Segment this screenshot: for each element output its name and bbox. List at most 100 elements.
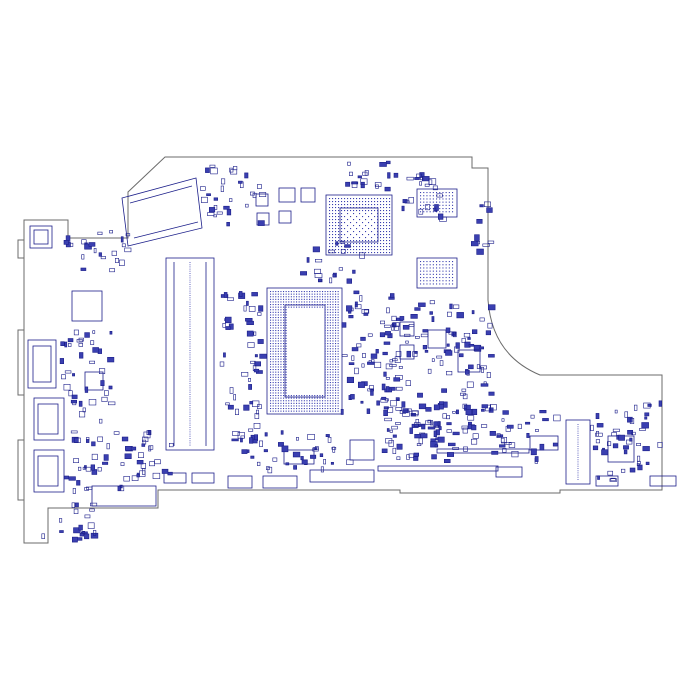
passive-component: [535, 429, 539, 432]
passive-component: [391, 315, 397, 322]
passive-component: [392, 358, 398, 362]
passive-component: [375, 184, 379, 189]
passive-component: [97, 231, 103, 236]
passive-component: [241, 371, 249, 377]
passive-component: [393, 377, 401, 382]
passive-component: [481, 404, 488, 409]
passive-component: [385, 363, 393, 370]
passive-component: [408, 453, 414, 458]
passive-component: [61, 374, 66, 380]
passive-component: [406, 454, 410, 460]
passive-component: [442, 413, 447, 419]
passive-component: [225, 402, 230, 406]
connector-footprint: [649, 475, 677, 487]
memory-chip-bottom: [416, 257, 458, 289]
passive-component: [459, 392, 466, 396]
passive-component: [461, 338, 466, 343]
passive-component: [225, 326, 231, 330]
passive-component: [100, 256, 106, 260]
passive-component: [74, 502, 79, 508]
passive-component: [641, 422, 649, 429]
passive-component: [257, 312, 262, 316]
passive-component: [84, 514, 91, 519]
passive-component: [257, 404, 262, 409]
passive-component: [385, 331, 391, 336]
connector-footprint: [349, 439, 375, 461]
passive-component: [488, 354, 495, 358]
passive-component: [385, 438, 393, 444]
passive-component: [338, 267, 344, 271]
passive-component: [367, 361, 375, 365]
passive-component: [446, 415, 451, 420]
passive-component: [381, 396, 387, 400]
passive-component: [427, 419, 431, 424]
passive-component: [102, 461, 109, 465]
passive-component: [154, 459, 161, 465]
passive-component: [252, 439, 258, 444]
passive-component: [446, 343, 450, 347]
passive-component: [78, 343, 84, 347]
passive-component: [68, 390, 73, 397]
connector-footprint: [227, 475, 253, 489]
passive-component: [233, 166, 238, 171]
passive-component: [307, 433, 315, 440]
usb-port-1: [27, 339, 57, 389]
passive-component: [257, 220, 265, 226]
passive-component: [623, 445, 629, 450]
passive-component: [295, 437, 299, 441]
passive-component: [323, 459, 327, 465]
passive-component: [73, 458, 80, 464]
passive-component: [67, 338, 74, 343]
passive-component: [64, 370, 72, 374]
passive-component: [119, 259, 125, 266]
passive-component: [398, 365, 403, 369]
passive-component: [120, 485, 125, 492]
passive-component: [366, 408, 371, 414]
passive-component: [243, 305, 247, 312]
passive-component: [539, 409, 547, 414]
passive-component: [97, 466, 102, 472]
passive-component: [431, 454, 437, 460]
passive-component: [352, 269, 356, 274]
passive-component: [496, 433, 501, 439]
passive-component: [346, 376, 355, 384]
passive-component: [259, 440, 263, 447]
long-connector-strips: [377, 435, 559, 472]
passive-component: [335, 241, 339, 246]
passive-component: [449, 303, 453, 310]
passive-component: [482, 243, 490, 247]
passive-component: [437, 213, 444, 220]
passive-component: [430, 441, 438, 448]
ic-top-cluster: [255, 187, 316, 226]
passive-component: [58, 518, 63, 523]
passive-component: [210, 167, 218, 175]
passive-component: [471, 310, 475, 315]
passive-component: [483, 201, 491, 207]
passive-component: [375, 348, 379, 354]
passive-component: [382, 351, 388, 356]
passive-component: [627, 416, 633, 423]
passive-component: [408, 323, 415, 327]
passive-component: [314, 258, 323, 263]
passive-component: [130, 446, 137, 451]
passive-component: [639, 427, 646, 431]
passive-component: [387, 407, 394, 413]
passive-component: [328, 249, 335, 254]
passive-component: [89, 360, 95, 364]
passive-component: [235, 408, 240, 416]
passive-component: [611, 432, 617, 437]
passive-component: [455, 409, 459, 415]
passive-component: [346, 459, 354, 465]
passive-component: [370, 353, 378, 359]
passive-component: [408, 197, 414, 204]
passive-component: [452, 410, 456, 414]
passive-component: [76, 339, 83, 343]
passive-component: [384, 186, 391, 192]
passive-component: [136, 473, 140, 478]
passive-component: [357, 381, 365, 388]
passive-component: [420, 433, 428, 439]
passive-component: [644, 412, 650, 417]
passive-component: [369, 385, 374, 390]
passive-component: [348, 362, 355, 366]
passive-component: [596, 423, 604, 428]
